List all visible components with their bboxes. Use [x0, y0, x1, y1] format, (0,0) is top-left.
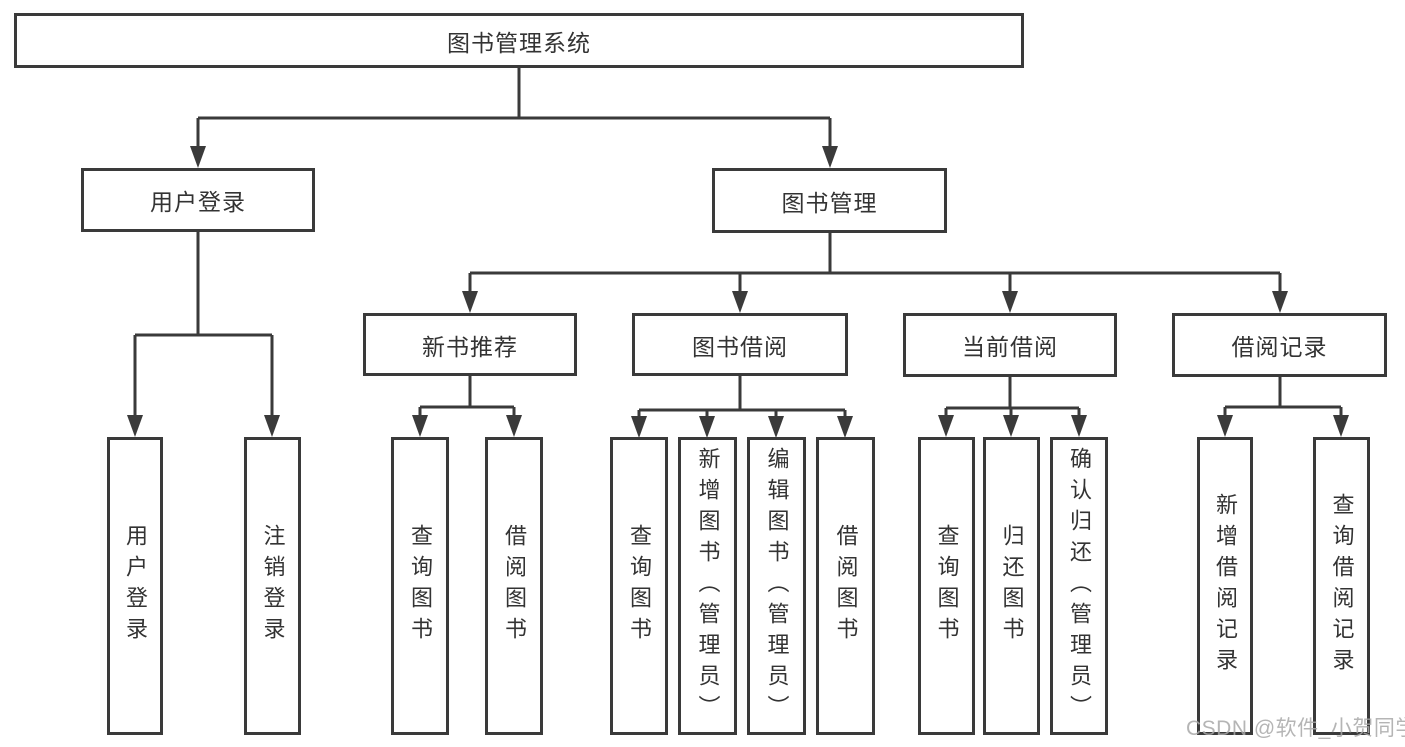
node-user-login-label: 用户登录	[150, 189, 246, 215]
leaf-current-return: 归还图书	[983, 437, 1040, 735]
new-books-branch-connector	[412, 376, 522, 437]
leaf-newbooks-borrow-label: 借阅图书	[502, 524, 527, 648]
leaf-records-query-label: 查询借阅记录	[1329, 493, 1355, 679]
leaf-borrow-borrow-label: 借阅图书	[833, 524, 859, 648]
leaf-borrow-edit: 编辑图书（管理员）	[747, 437, 806, 735]
leaf-user-login: 用户登录	[107, 437, 163, 735]
leaf-logout: 注销登录	[244, 437, 301, 735]
leaf-borrow-query: 查询图书	[610, 437, 668, 735]
node-borrow: 图书借阅	[632, 313, 848, 376]
leaf-user-login-label: 用户登录	[123, 524, 148, 648]
leaf-newbooks-query-label: 查询图书	[408, 524, 433, 648]
book-mgmt-to-level3-connector	[462, 233, 1288, 313]
records-branch-connector	[1217, 377, 1349, 437]
leaf-newbooks-borrow: 借阅图书	[485, 437, 543, 735]
leaf-borrow-add: 新增图书（管理员）	[678, 437, 737, 735]
leaf-newbooks-query: 查询图书	[391, 437, 449, 735]
leaf-current-query: 查询图书	[918, 437, 975, 735]
root-to-level2-connector	[190, 68, 838, 168]
user-login-branch-connector	[127, 232, 280, 437]
leaf-records-add: 新增借阅记录	[1197, 437, 1253, 735]
node-records: 借阅记录	[1172, 313, 1387, 377]
leaf-records-query: 查询借阅记录	[1313, 437, 1370, 735]
node-book-mgmt-label: 图书管理	[781, 189, 878, 216]
leaf-borrow-query-label: 查询图书	[627, 524, 652, 648]
node-borrow-label: 图书借阅	[692, 333, 788, 360]
node-book-mgmt: 图书管理	[712, 168, 947, 233]
leaf-current-return-label: 归还图书	[999, 524, 1025, 648]
borrow-branch-connector	[631, 376, 853, 438]
node-records-label: 借阅记录	[1231, 334, 1328, 360]
node-current-label: 当前借阅	[962, 334, 1058, 360]
node-root-label: 图书管理系统	[447, 29, 591, 56]
leaf-records-add-label: 新增借阅记录	[1213, 493, 1238, 679]
node-user-login: 用户登录	[81, 168, 315, 232]
node-current: 当前借阅	[903, 313, 1117, 377]
leaf-borrow-borrow: 借阅图书	[816, 437, 875, 735]
leaf-borrow-edit-label: 编辑图书（管理员）	[764, 446, 790, 726]
current-branch-connector	[938, 377, 1087, 437]
leaf-logout-label: 注销登录	[260, 524, 286, 648]
leaf-current-query-label: 查询图书	[934, 524, 960, 648]
csdn-watermark: CSDN @软件_小贺同学	[1186, 717, 1405, 740]
leaf-current-confirm-label: 确认归还（管理员）	[1067, 446, 1092, 726]
leaf-borrow-add-label: 新增图书（管理员）	[695, 446, 721, 726]
node-new-books-label: 新书推荐	[422, 333, 518, 360]
node-root: 图书管理系统	[14, 13, 1024, 68]
leaf-current-confirm: 确认归还（管理员）	[1050, 437, 1108, 735]
node-new-books: 新书推荐	[363, 313, 577, 376]
